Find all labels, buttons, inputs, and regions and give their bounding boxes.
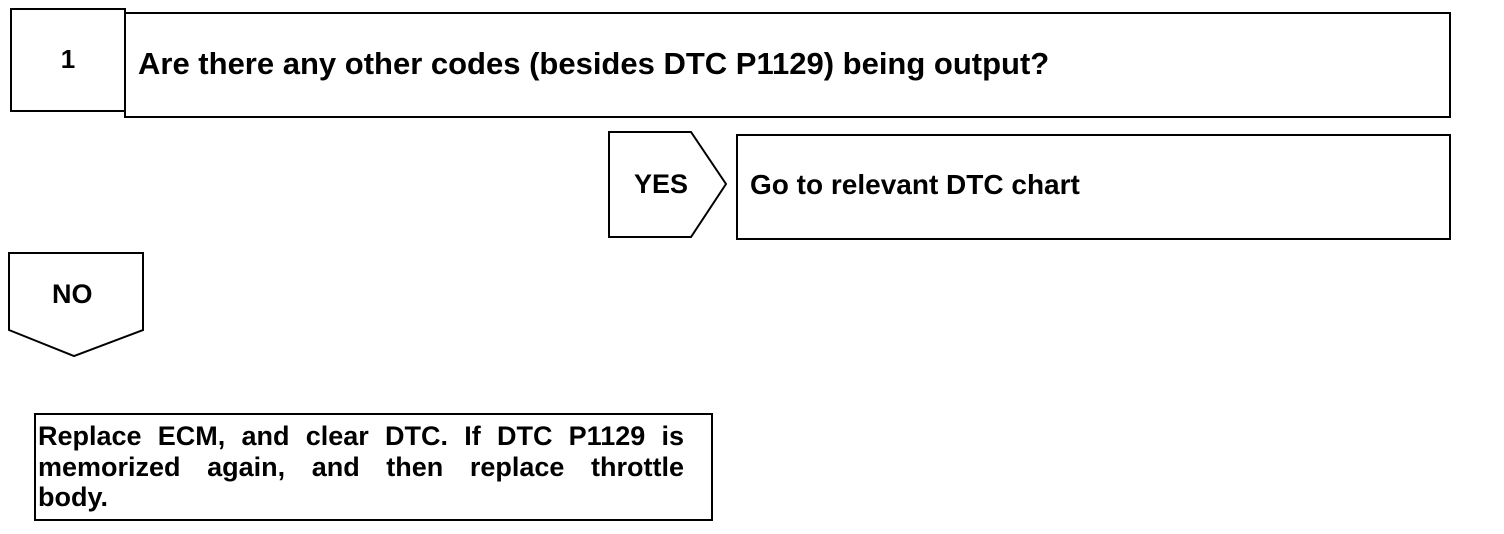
no-result-line-1: Replace ECM, and clear DTC. If DTC P1129… xyxy=(38,421,684,451)
yes-result-box xyxy=(736,134,1451,240)
no-arrow-shape xyxy=(8,252,144,358)
no-label: NO xyxy=(52,279,93,309)
question-box xyxy=(124,12,1451,118)
no-result-line-3: body. xyxy=(38,482,108,512)
yes-arrow-shape xyxy=(608,131,728,238)
yes-label: YES xyxy=(634,169,689,199)
step-number-box xyxy=(10,8,126,112)
yes-result-text: Go to relevant DTC chart xyxy=(750,169,1080,200)
question-text: Are there any other codes (besides DTC P… xyxy=(138,46,1050,81)
no-result-box xyxy=(34,413,713,521)
no-result-line-2: memorized again, and then replace thrott… xyxy=(38,452,684,482)
step-number: 1 xyxy=(60,44,76,74)
